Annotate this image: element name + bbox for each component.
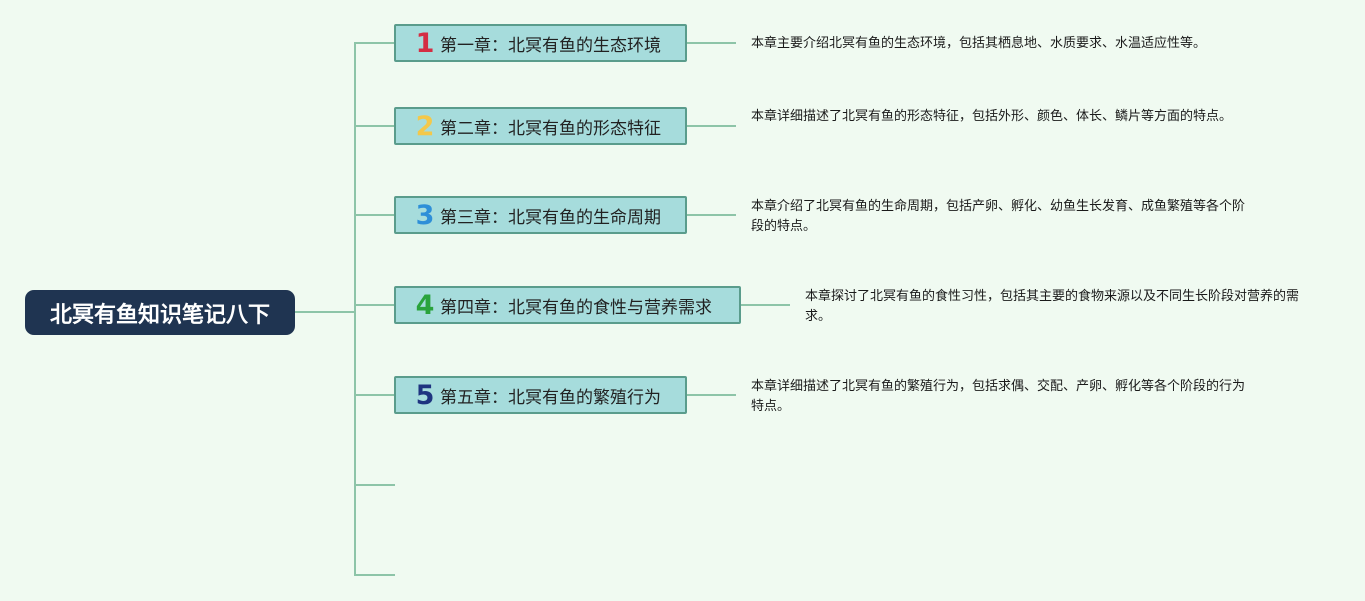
chapter-number-badge: 5 bbox=[415, 379, 435, 411]
description-connector bbox=[686, 42, 736, 44]
branch-connector bbox=[354, 125, 395, 127]
chapter-description: 本章探讨了北冥有鱼的食性习性，包括其主要的食物来源以及不同生长阶段对营养的需求。 bbox=[805, 289, 1300, 324]
chapter-number-badge: 1 bbox=[415, 27, 435, 59]
branch-connector bbox=[354, 42, 395, 44]
chapter-node-5[interactable]: 5 第五章：北冥有鱼的繁殖行为 bbox=[394, 376, 687, 414]
chapter-title: 第四章：北冥有鱼的食性与营养需求 bbox=[440, 297, 712, 318]
description-connector bbox=[686, 394, 736, 396]
chapter-title: 第一章：北冥有鱼的生态环境 bbox=[440, 35, 661, 56]
root-node[interactable]: 北冥有鱼知识笔记八下 bbox=[25, 290, 295, 335]
branch-connector bbox=[354, 304, 395, 306]
description-connector bbox=[686, 125, 736, 127]
chapter-title: 第五章：北冥有鱼的繁殖行为 bbox=[440, 387, 661, 408]
chapter-description: 本章主要介绍北冥有鱼的生态环境，包括其栖息地、水质要求、水温适应性等。 bbox=[751, 36, 1207, 51]
description-connector bbox=[740, 304, 790, 306]
branch-connector bbox=[354, 214, 395, 216]
chapter-node-2[interactable]: 2 第二章：北冥有鱼的形态特征 bbox=[394, 107, 687, 145]
chapter-title: 第三章：北冥有鱼的生命周期 bbox=[440, 207, 661, 228]
chapter-node-4[interactable]: 4 第四章：北冥有鱼的食性与营养需求 bbox=[394, 286, 741, 324]
empty-branch-connector bbox=[354, 484, 395, 486]
chapter-description: 本章详细描述了北冥有鱼的繁殖行为，包括求偶、交配、产卵、孵化等各个阶段的行为特点… bbox=[751, 379, 1246, 414]
branch-connector bbox=[354, 394, 395, 396]
description-connector bbox=[686, 214, 736, 216]
chapter-description: 本章介绍了北冥有鱼的生命周期，包括产卵、孵化、幼鱼生长发育、成鱼繁殖等各个阶段的… bbox=[751, 199, 1246, 234]
chapter-number-badge: 4 bbox=[415, 289, 435, 321]
chapter-number-badge: 2 bbox=[415, 110, 435, 142]
chapter-node-1[interactable]: 1 第一章：北冥有鱼的生态环境 bbox=[394, 24, 687, 62]
empty-branch-connector bbox=[354, 574, 395, 576]
chapter-description: 本章详细描述了北冥有鱼的形态特征，包括外形、颜色、体长、鳞片等方面的特点。 bbox=[751, 109, 1233, 124]
root-title: 北冥有鱼知识笔记八下 bbox=[49, 302, 270, 328]
branch-trunk bbox=[354, 42, 356, 576]
chapter-node-3[interactable]: 3 第三章：北冥有鱼的生命周期 bbox=[394, 196, 687, 234]
chapter-number-badge: 3 bbox=[415, 199, 435, 231]
root-connector bbox=[295, 311, 355, 313]
chapter-title: 第二章：北冥有鱼的形态特征 bbox=[440, 118, 661, 139]
